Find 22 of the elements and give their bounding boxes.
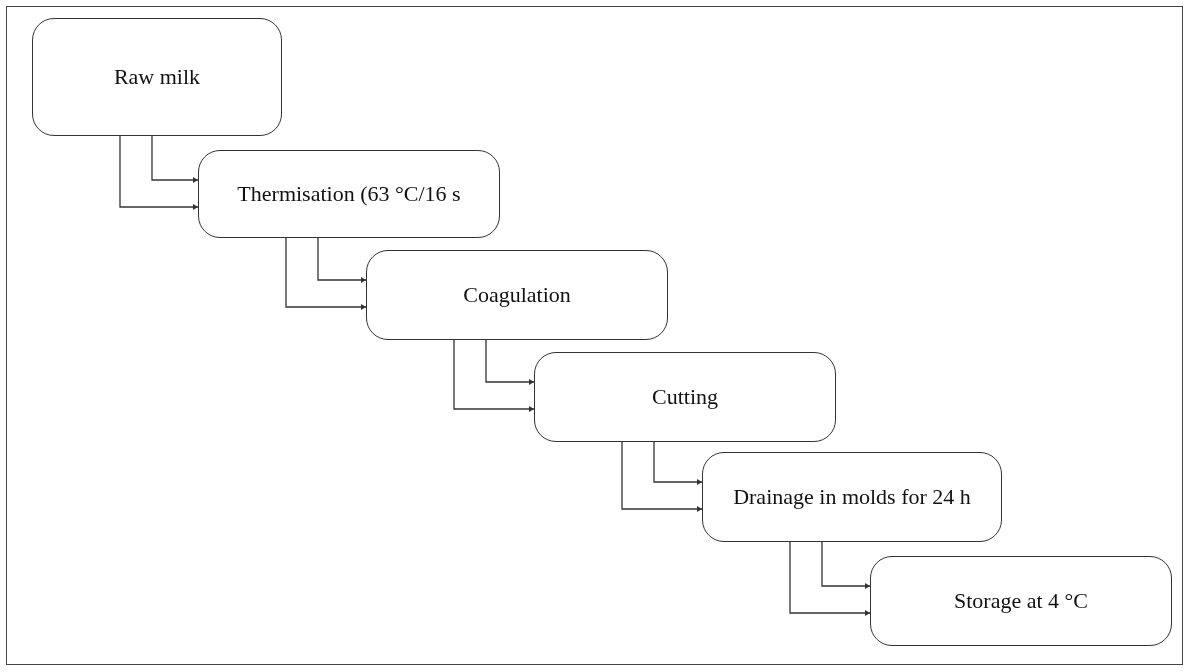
connector-arrow xyxy=(821,541,871,589)
process-box xyxy=(870,556,1172,646)
connector-arrow xyxy=(317,237,367,283)
process-box xyxy=(366,250,668,340)
step-label: Cutting xyxy=(652,384,718,410)
step-label: Raw milk xyxy=(113,64,201,90)
process-box xyxy=(702,452,1002,542)
connector-arrow xyxy=(453,339,535,412)
connector-arrow xyxy=(119,135,199,210)
connector-arrow xyxy=(789,541,871,616)
process-box xyxy=(32,18,282,136)
connector-arrow xyxy=(151,135,199,183)
process-box xyxy=(198,150,500,238)
step-label: Storage at 4 °C xyxy=(953,588,1089,614)
step-label: Coagulation xyxy=(463,282,571,308)
process-box xyxy=(534,352,836,442)
connector-arrow xyxy=(285,237,367,310)
step-label: Drainage in molds for 24 h xyxy=(733,484,971,510)
step-label: Thermisation (63 °C/16 s xyxy=(237,181,461,207)
connector-arrow xyxy=(621,441,703,512)
connector-arrow xyxy=(653,441,703,485)
connector-arrow xyxy=(485,339,535,385)
